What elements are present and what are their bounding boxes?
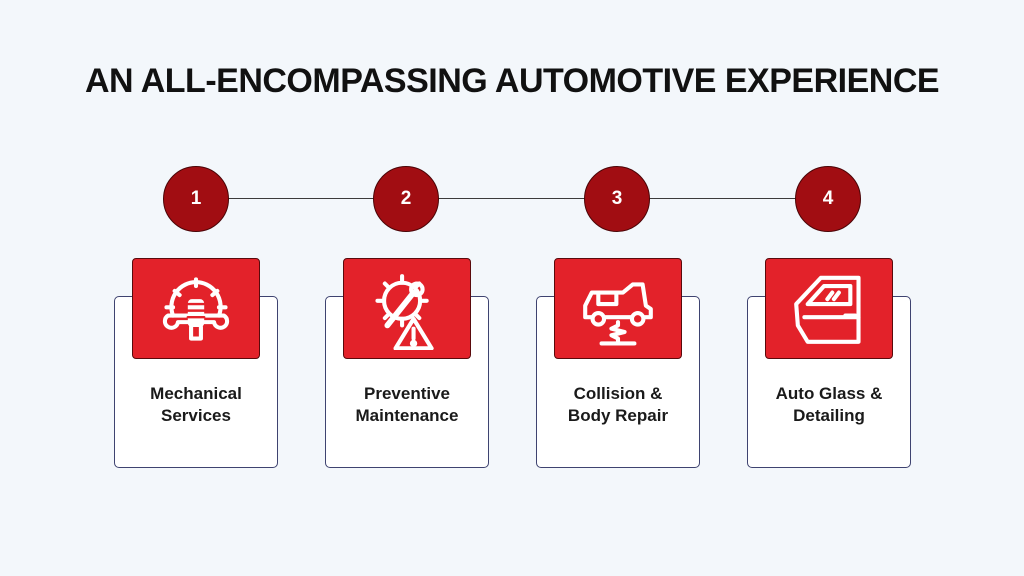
card-label-line: Maintenance bbox=[355, 406, 459, 425]
card-label-line: Auto Glass & bbox=[775, 384, 883, 403]
car-door-glass-icon bbox=[794, 275, 861, 344]
card-label-line: Detailing bbox=[793, 406, 865, 425]
card-label-line: Services bbox=[161, 406, 231, 425]
card-label-line: Preventive bbox=[364, 384, 450, 403]
icon-box-preventive bbox=[343, 258, 471, 359]
step-number-2: 2 bbox=[373, 166, 439, 232]
gear-wrench-warning-icon bbox=[375, 273, 434, 350]
step-number-4: 4 bbox=[795, 166, 861, 232]
step-connector-line bbox=[196, 198, 828, 199]
step-number-1: 1 bbox=[163, 166, 229, 232]
icon-box-mechanical bbox=[132, 258, 260, 359]
step-number-3: 3 bbox=[584, 166, 650, 232]
wrench-gear-hand-icon bbox=[162, 276, 230, 341]
card-label: Auto Glass & Detailing bbox=[748, 383, 910, 427]
icon-box-collision bbox=[554, 258, 682, 359]
page-title: AN ALL-ENCOMPASSING AUTOMOTIVE EXPERIENC… bbox=[84, 62, 940, 100]
card-label: Mechanical Services bbox=[115, 383, 277, 427]
car-on-lift-icon bbox=[583, 281, 653, 345]
card-label: Preventive Maintenance bbox=[326, 383, 488, 427]
card-label-line: Collision & bbox=[573, 384, 663, 403]
card-label-line: Mechanical bbox=[150, 384, 242, 403]
card-label-line: Body Repair bbox=[567, 406, 669, 425]
icon-box-glass bbox=[765, 258, 893, 359]
card-label: Collision & Body Repair bbox=[537, 383, 699, 427]
